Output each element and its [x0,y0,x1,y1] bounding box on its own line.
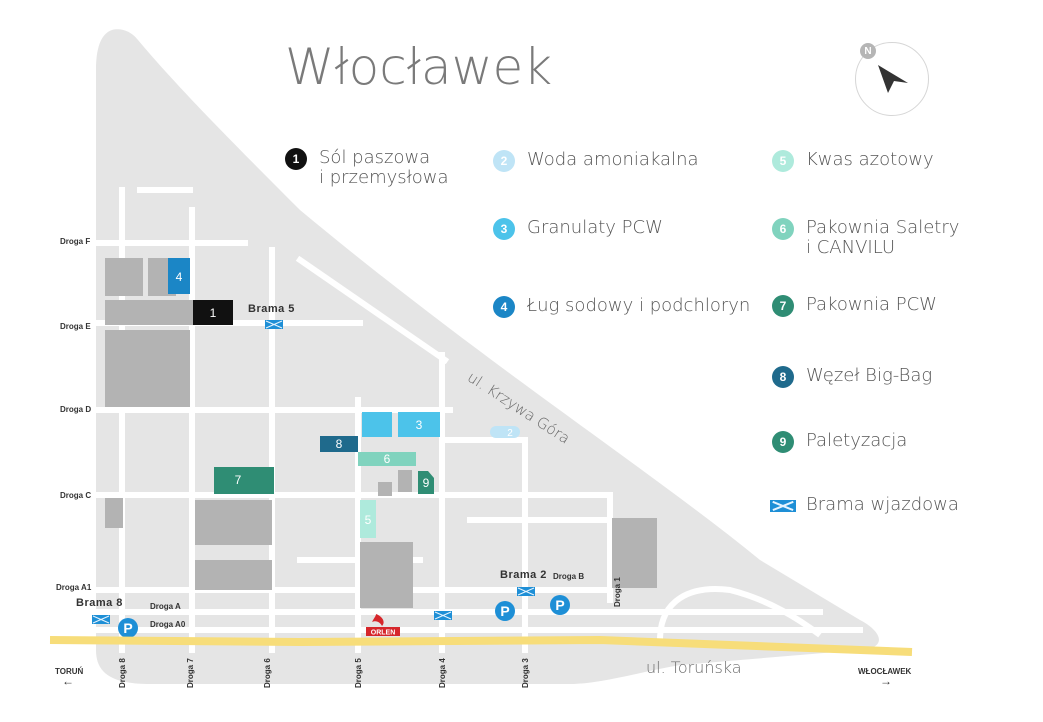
road-label-a0: Droga A0 [150,620,186,629]
road-label-b: Droga B [553,572,585,581]
road-label-8: Droga 8 [118,658,127,688]
gate-label-8: Brama 8 [76,597,123,609]
legend-item-gate: Brama wjazdowa [770,495,959,515]
arrow-right-icon: → [880,674,892,688]
gate-label-2: Brama 2 [500,569,547,581]
compass: N [855,42,929,116]
svg-text:1: 1 [210,306,217,320]
svg-text:9: 9 [423,476,430,490]
north-indicator: N [860,43,876,59]
road-label-5: Droga 5 [354,658,363,688]
facility-2 [490,426,520,438]
svg-text:2: 2 [507,428,513,439]
svg-text:4: 4 [176,270,183,284]
gate-icon [770,500,796,512]
facility-1 [193,300,233,325]
legend-item-5: 5 Kwas azotowy [772,150,934,172]
road-label-4: Droga 4 [438,658,447,688]
road-label-e: Droga E [60,322,91,331]
direction-torun: TORUŃ [55,667,84,676]
legend-item-3: 3 Granulaty PCW [493,218,663,240]
svg-text:7: 7 [235,473,242,487]
curved-road [657,586,822,641]
facilities: 4 1 3 2 8 6 7 9 5 [168,258,520,538]
legend-item-8: 8 Węzeł Big-Bag [772,366,932,388]
road-label-a: Droga A [150,602,181,611]
svg-text:P: P [555,597,564,613]
road-label-3: Droga 3 [521,658,530,688]
gate-label-5: Brama 5 [248,303,295,315]
facility-8 [320,436,358,452]
page-title: Włocławek [285,38,553,96]
legend-item-4: 4 Ług sodowy i podchloryn [493,296,750,318]
arrow-left-icon: ← [62,674,74,688]
road-label-d: Droga D [60,405,92,414]
buildings [105,258,657,608]
site-area [96,29,879,685]
road-label-6: Droga 6 [263,658,272,688]
road-label-a1: Droga A1 [56,583,92,592]
torunska-road [49,635,913,656]
parking-markers: P P P [118,595,570,638]
svg-text:P: P [123,620,132,636]
svg-text:P: P [500,603,509,619]
street-torunska: ul. Toruńska [646,658,742,677]
facility-3 [398,412,440,437]
road-label-c: Droga C [60,491,92,500]
road-label-1: Droga 1 [613,577,622,607]
north-arrow-icon [878,65,908,93]
legend-item-7: 7 Pakownia PCW [772,295,937,317]
facility-5 [360,500,376,538]
facility-4 [168,258,190,294]
road-label-f: Droga F [60,237,91,246]
facility-9 [418,471,434,494]
legend-item-6: 6 Pakownia Saletry i CANVILU [772,218,959,258]
facility-6 [358,452,416,466]
svg-text:6: 6 [384,452,391,466]
svg-text:3: 3 [416,418,423,432]
legend-item-2: 2 Woda amoniakalna [493,150,699,172]
svg-text:5: 5 [365,513,372,527]
direction-wloclawek: WŁOCŁAWEK [858,667,912,676]
legend-item-1: 1 Sól paszowa i przemysłowa [285,148,449,188]
facility-3a [362,412,392,437]
facility-7 [214,467,274,494]
gate-markers [92,320,535,624]
svg-text:ORLEN: ORLEN [371,630,396,637]
svg-text:8: 8 [336,437,343,451]
legend-item-9: 9 Paletyzacja [772,431,907,453]
orlen-logo-icon: ORLEN [366,614,400,637]
road-label-7: Droga 7 [186,658,195,688]
